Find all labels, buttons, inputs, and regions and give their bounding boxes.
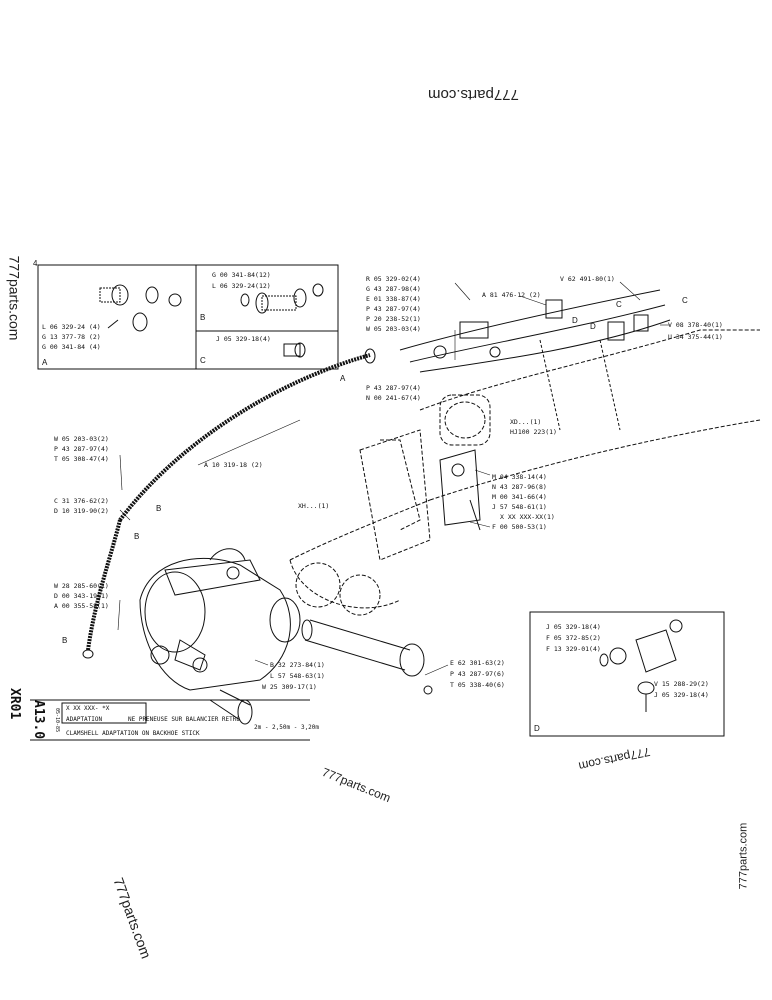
callout-d-2: D <box>590 322 596 331</box>
sheet-code-a: XR01 <box>7 688 22 720</box>
xd-label-1: XD...(1) <box>510 418 542 426</box>
left-low-part-1: W 28 285-60(1) <box>54 582 109 590</box>
mid-part-1: P 43 287-97(4) <box>366 384 421 392</box>
lower-part-3: W 25 309-17(1) <box>262 683 317 691</box>
inset-a-drawing <box>99 284 182 332</box>
left-low-part-3: A 00 355-58(1) <box>54 602 109 610</box>
inset-d-part-3: F 13 329-01(4) <box>546 645 601 653</box>
callout-b-1: B <box>156 504 162 513</box>
bracket-part-2: N 43 287-96(8) <box>492 483 547 491</box>
bracket-part-5: X XX XXX-XX(1) <box>500 513 555 521</box>
callout-c-1: C <box>616 300 622 309</box>
top-part-2: G 43 287-98(4) <box>366 285 421 293</box>
sheet-series: X XX XXX- *X <box>66 705 110 712</box>
callout-c-2: C <box>682 296 688 305</box>
boom-outline <box>289 329 761 616</box>
inset-a-letter: A <box>42 358 48 367</box>
xh-label: XH...(1) <box>298 502 330 510</box>
callout-b-2: B <box>134 532 140 541</box>
sheet-dimensions: 2m - 2,50m - 3,20m <box>254 724 320 731</box>
inset-a-part-1: L 06 329-24 (4) <box>42 323 101 331</box>
sheet-date: 05-10-85 <box>54 708 60 733</box>
left-part-3: T 05 308-47(4) <box>54 455 109 463</box>
inset-a-part-2: G 13 377-78 (2) <box>42 333 101 341</box>
watermark-right-edge: 777parts.com <box>737 822 750 890</box>
xd-label-2: HJ100 223(1) <box>510 428 557 436</box>
long-hose <box>82 348 376 659</box>
pipe-part-1: A 81 476-12 (2) <box>482 291 541 299</box>
inset-c-part-1: J 05 329-18(4) <box>216 335 271 343</box>
hose-part: A 10 319-18 (2) <box>204 461 263 469</box>
title-en: CLAMSHELL ADAPTATION ON BACKHOE STICK <box>66 730 200 737</box>
pipe-assembly <box>399 289 671 373</box>
inset-d-letter: D <box>534 724 540 733</box>
title-block-frame <box>61 702 147 724</box>
lower-part-2: L 57 548-63(1) <box>270 672 325 680</box>
pin-part-2: P 43 287-97(6) <box>450 670 505 678</box>
inset-b-part-2: L 06 329-24(12) <box>212 282 271 290</box>
callout-a: A <box>340 374 346 383</box>
watermark-top: 777parts.com <box>428 86 519 103</box>
top-part-3: E 01 338-87(4) <box>366 295 421 303</box>
inset-a-part-3: G 00 341-84 (4) <box>42 343 101 351</box>
left-low-part-2: D 00 343-19(1) <box>54 592 109 600</box>
bracket-plate <box>439 449 481 531</box>
inset-b-letter: B <box>200 313 206 322</box>
callout-d-1: D <box>572 316 578 325</box>
inset-d-valve <box>599 619 683 712</box>
lower-part-1: B 32 273-84(1) <box>270 661 325 669</box>
top-part-1: R 05 329-02(4) <box>366 275 421 283</box>
inset-a-frame <box>37 264 197 370</box>
watermark-left: 777parts.com <box>6 255 23 341</box>
inset-d-part-5: J 05 329-18(4) <box>654 691 709 699</box>
left-part-2: P 43 287-97(4) <box>54 445 109 453</box>
title-fr: NE PRENEUSE SUR BALANCIER RETRO <box>128 716 240 723</box>
leader-lines <box>117 281 670 676</box>
inset-d-frame <box>529 611 725 737</box>
inset-d-part-1: J 05 329-18(4) <box>546 623 601 631</box>
inset-d-part-2: F 05 372-85(2) <box>546 634 601 642</box>
bracket-part-6: F 00 500-53(1) <box>492 523 547 531</box>
clamshell-rotator <box>139 548 301 725</box>
callout-b-3: B <box>62 636 68 645</box>
main-pin <box>301 619 433 695</box>
bracket-part-3: M 00 341-66(4) <box>492 493 547 501</box>
inset-a-marker: 4 <box>33 259 38 268</box>
pin-part-1: E 62 301-63(2) <box>450 659 505 667</box>
inset-b-drawing <box>240 283 324 314</box>
inset-c-drawing <box>283 342 306 358</box>
bracket-part-1: M 04 338-14(4) <box>492 473 547 481</box>
inset-d-part-4: V 15 288-29(2) <box>654 680 709 688</box>
pipe-part-2: V 62 491-80(1) <box>560 275 615 283</box>
top-part-5: P 20 238-52(1) <box>366 315 421 323</box>
left-mid-part-2: D 10 319-90(2) <box>54 507 109 515</box>
sheet-code-b: A13.0 <box>31 700 46 740</box>
pipe-part-3: V 08 378-40(1) <box>668 321 723 329</box>
mid-part-2: N 00 241-67(4) <box>366 394 421 402</box>
pin-part-3: T 05 338-40(6) <box>450 681 505 689</box>
inset-c-letter: C <box>200 356 206 365</box>
top-part-6: W 05 203-03(4) <box>366 325 421 333</box>
pipe-part-4: U 34 375-44(1) <box>668 333 723 341</box>
inset-b-part-1: G 00 341-84(12) <box>212 271 271 279</box>
inset-c-frame <box>195 330 339 370</box>
left-part-1: W 05 203-03(2) <box>54 435 109 443</box>
bracket-part-4: J 57 548-61(1) <box>492 503 547 511</box>
top-part-4: P 43 287-97(4) <box>366 305 421 313</box>
left-mid-part-1: C 31 376-62(2) <box>54 497 109 505</box>
title-fr-label: ADAPTATION <box>66 716 103 723</box>
